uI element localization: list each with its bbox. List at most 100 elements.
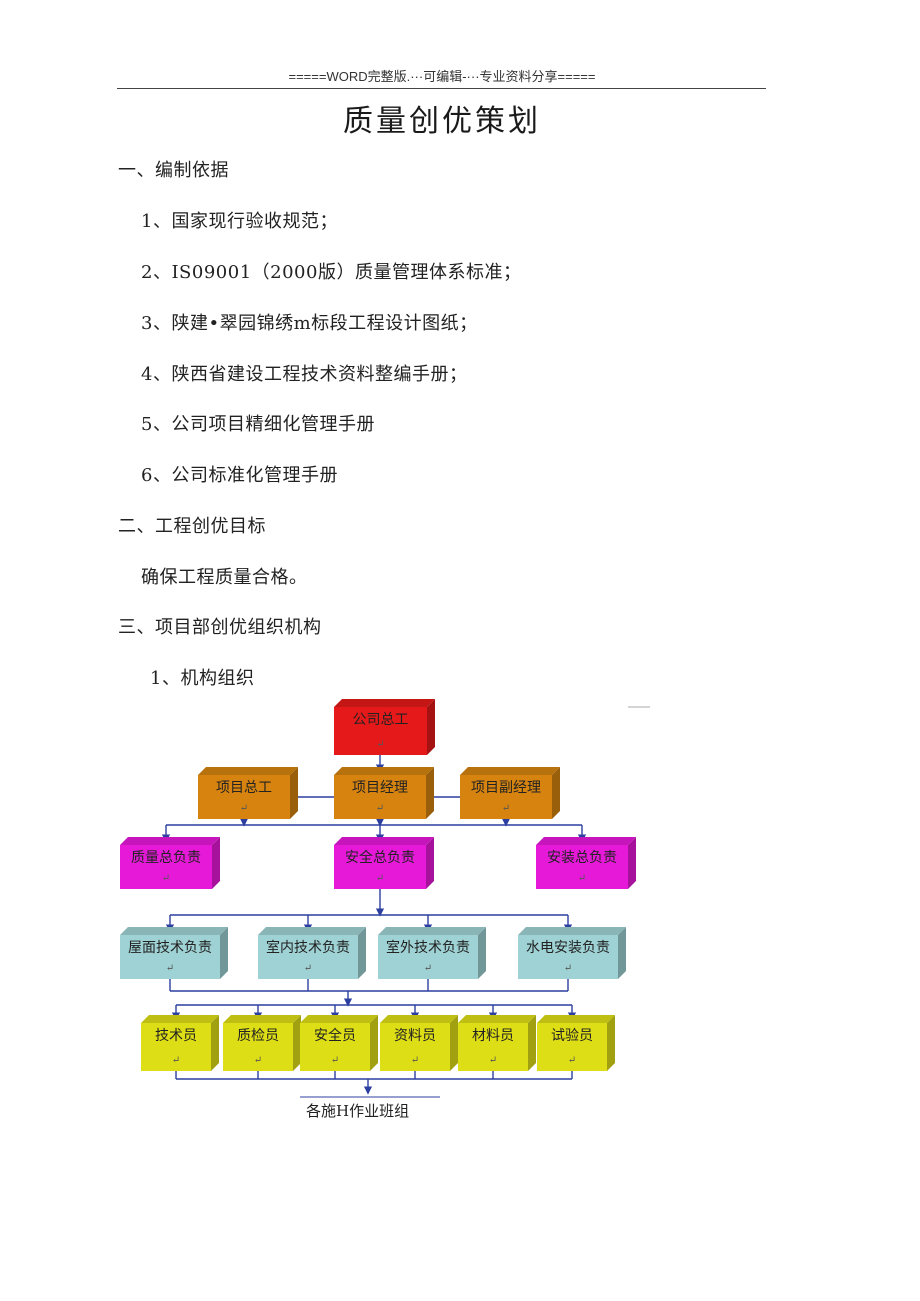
box-label: 水电安装负责 bbox=[526, 940, 610, 956]
org-box-staff: 材料员 ↵ bbox=[458, 1015, 536, 1071]
org-chart: 公司总工↵项目总工↵项目经理↵项目副经理↵质量总负责↵安全总负责↵安装总负责↵屋… bbox=[120, 699, 650, 1098]
box-side bbox=[370, 1015, 378, 1071]
box-face bbox=[258, 935, 358, 979]
box-side bbox=[290, 767, 298, 819]
org-box-manager: 安全总负责 ↵ bbox=[334, 837, 434, 889]
box-top bbox=[223, 1015, 301, 1023]
return-mark: ↵ bbox=[564, 963, 572, 974]
box-top bbox=[378, 927, 486, 935]
return-mark: ↵ bbox=[172, 1055, 180, 1066]
box-top bbox=[334, 767, 434, 775]
box-side bbox=[211, 1015, 219, 1071]
org-box-project: 项目总工 ↵ bbox=[198, 767, 298, 819]
list-item: 3、陕建•翠园锦绣m标段工程设计图纸； bbox=[141, 313, 478, 334]
return-mark: ↵ bbox=[578, 873, 586, 884]
org-box-staff: 技术员 ↵ bbox=[141, 1015, 219, 1071]
section-heading-3: 三、项目部创优组织机构 bbox=[118, 617, 322, 638]
subsection-heading: 1、机构组织 bbox=[150, 668, 255, 689]
box-top bbox=[198, 767, 298, 775]
box-side bbox=[426, 767, 434, 819]
return-mark: ↵ bbox=[240, 803, 248, 814]
box-face bbox=[378, 935, 478, 979]
box-face bbox=[223, 1023, 293, 1071]
org-box-project: 项目副经理 ↵ bbox=[460, 767, 560, 819]
org-box-tech-lead: 室内技术负责↵ bbox=[258, 927, 366, 979]
section-heading-1: 一、编制依据 bbox=[118, 160, 229, 181]
box-top bbox=[120, 837, 220, 845]
list-item: 1、国家现行验收规范； bbox=[141, 211, 338, 232]
org-chart-caption: 各施H作业班组 bbox=[306, 1102, 410, 1120]
box-top bbox=[460, 767, 560, 775]
box-label: 安全总负责 bbox=[345, 849, 415, 866]
org-box-company-chief: 公司总工↵ bbox=[334, 699, 435, 755]
box-top bbox=[141, 1015, 219, 1023]
return-mark: ↵ bbox=[489, 1055, 497, 1066]
box-face bbox=[334, 845, 426, 889]
org-box-manager: 质量总负责↵ bbox=[120, 837, 220, 889]
org-box-project: 项目经理 ↵ bbox=[334, 767, 434, 819]
box-side bbox=[212, 837, 220, 889]
section-heading-2: 二、工程创优目标 bbox=[118, 516, 266, 537]
box-top bbox=[334, 837, 434, 845]
box-label: 项目副经理 bbox=[471, 780, 541, 796]
box-label: 安装总负责 bbox=[547, 850, 617, 866]
return-mark: ↵ bbox=[331, 1055, 339, 1066]
org-box-staff: 质检员 ↵ bbox=[223, 1015, 301, 1071]
box-face bbox=[198, 775, 290, 819]
return-mark: ↵ bbox=[166, 963, 174, 974]
box-side bbox=[293, 1015, 301, 1071]
box-side bbox=[427, 699, 435, 755]
return-mark: ↵ bbox=[376, 803, 384, 814]
return-mark: ↵ bbox=[254, 1055, 262, 1066]
goal-text: 确保工程质量合格。 bbox=[141, 567, 308, 588]
box-label: 材料员 bbox=[472, 1028, 514, 1044]
box-top bbox=[458, 1015, 536, 1023]
org-box-staff: 试验员 ↵ bbox=[537, 1015, 615, 1071]
list-item: 2、IS09001（2000版）质量管理体系标准； bbox=[141, 262, 522, 283]
box-side bbox=[220, 927, 228, 979]
box-side bbox=[628, 837, 636, 889]
return-mark: ↵ bbox=[424, 963, 432, 974]
page-title: 质量创优策划 bbox=[343, 104, 541, 139]
box-side bbox=[426, 837, 434, 889]
document-header: =====WORD完整版.···可编辑-···专业资料分享===== bbox=[288, 69, 596, 84]
box-side bbox=[552, 767, 560, 819]
return-mark: ↵ bbox=[376, 873, 384, 884]
box-face bbox=[537, 1023, 607, 1071]
box-face bbox=[120, 845, 212, 889]
org-box-tech-lead: 水电安装负责 ↵ bbox=[518, 927, 626, 979]
box-side bbox=[528, 1015, 536, 1071]
box-face bbox=[460, 775, 552, 819]
return-mark: ↵ bbox=[376, 739, 384, 750]
box-label: 安全员 bbox=[314, 1027, 356, 1044]
return-mark: ↵ bbox=[411, 1055, 419, 1066]
box-label: 技术员 bbox=[155, 1028, 197, 1044]
return-mark: ↵ bbox=[568, 1055, 576, 1066]
box-top bbox=[537, 1015, 615, 1023]
return-mark: ↵ bbox=[502, 803, 510, 814]
box-label: 试验员 bbox=[551, 1028, 593, 1044]
org-box-staff: 资料员↵ bbox=[380, 1015, 458, 1071]
box-face bbox=[141, 1023, 211, 1071]
box-label: 项目经理 bbox=[352, 780, 408, 796]
box-face bbox=[300, 1023, 370, 1071]
box-top bbox=[518, 927, 626, 935]
box-top bbox=[258, 927, 366, 935]
box-label: 项目总工 bbox=[216, 780, 272, 796]
box-face bbox=[536, 845, 628, 889]
box-face bbox=[458, 1023, 528, 1071]
box-label: 质量总负责 bbox=[131, 850, 201, 866]
box-top bbox=[380, 1015, 458, 1023]
box-label: 质检员 bbox=[237, 1028, 279, 1044]
box-top bbox=[120, 927, 228, 935]
box-face bbox=[334, 775, 426, 819]
box-face bbox=[380, 1023, 450, 1071]
box-side bbox=[450, 1015, 458, 1071]
box-label: 室内技术负责 bbox=[266, 939, 350, 956]
org-box-tech-lead: 屋面技术负责↵ bbox=[120, 927, 228, 979]
box-top bbox=[334, 699, 435, 707]
list-item: 4、陕西省建设工程技术资料整编手册； bbox=[141, 364, 468, 385]
box-side bbox=[358, 927, 366, 979]
box-side bbox=[607, 1015, 615, 1071]
box-top bbox=[536, 837, 636, 845]
